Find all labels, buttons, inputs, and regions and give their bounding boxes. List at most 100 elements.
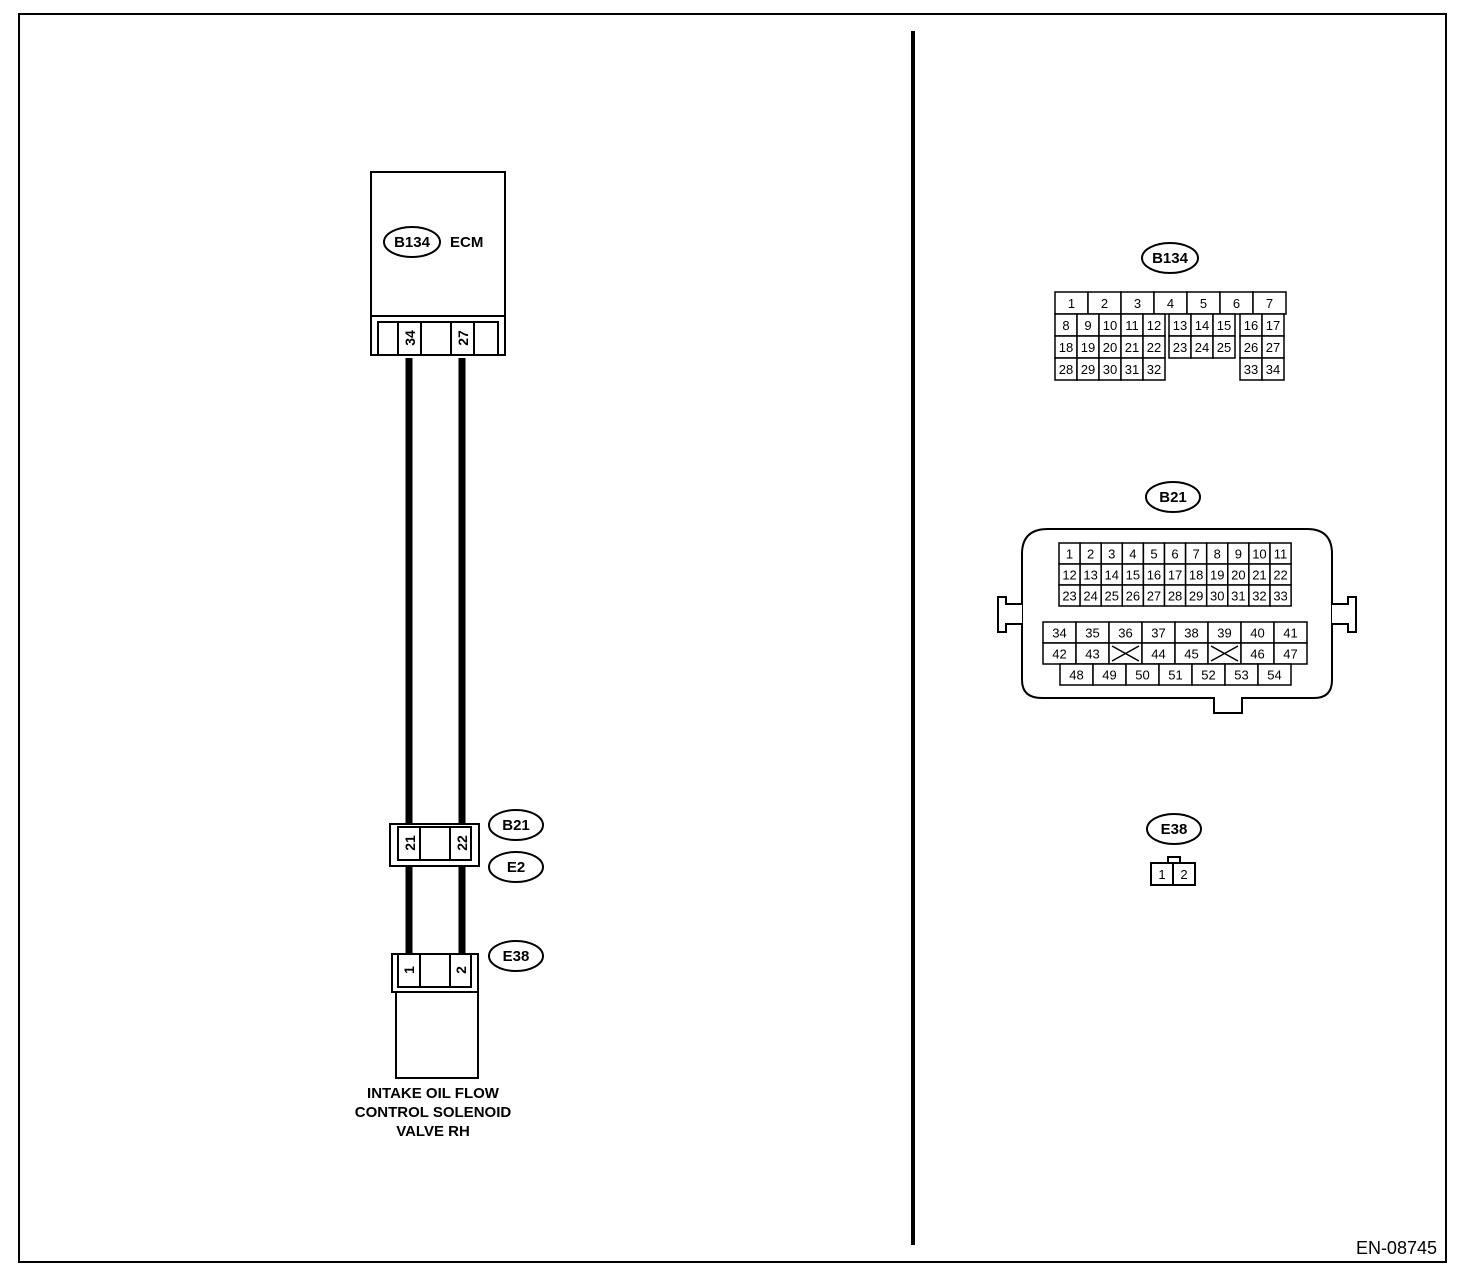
solenoid-pin-2: 2 [453,966,469,974]
b21-pin-43: 43 [1085,647,1099,662]
b21-pin-46: 46 [1250,647,1264,662]
solenoid-connector-id: E38 [503,948,530,965]
ecm-label: ECM [450,234,483,251]
ecm-connector-id: B134 [394,234,431,251]
solenoid-pin-1: 1 [401,966,417,974]
joint-connector: 21 22 B21 E2 [389,809,544,883]
b21-pin-2: 2 [1087,547,1094,562]
b134-pin-32-cell [1142,357,1166,381]
b134-pin-34: 34 [1266,362,1280,377]
e38-connector-view: E38 1 2 [1146,813,1202,886]
b21-pin-48: 48 [1069,668,1083,683]
b134-pin-33: 33 [1244,362,1258,377]
b134-pin-16: 16 [1244,318,1258,333]
b134-pin-3: 3 [1134,296,1141,311]
b134-pin-29: 29 [1081,362,1095,377]
b21-right-latch [1332,596,1357,633]
e38-pin-2: 2 [1180,867,1187,882]
b134-pin-30: 30 [1103,362,1117,377]
figure-id: EN-08745 [1356,1238,1437,1258]
b134-pin-15: 15 [1217,318,1231,333]
b21-pin-16: 16 [1147,568,1161,583]
b21-pin-7: 7 [1193,547,1200,562]
b21-pin-5: 5 [1150,547,1157,562]
b21-pin-15: 15 [1126,568,1140,583]
b134-pin-34-cell [1261,357,1285,381]
joint-pin-2: 22 [454,835,470,851]
b21-pin-14: 14 [1105,568,1119,583]
ecm-pin-1: 34 [402,330,418,346]
b134-pin-9: 9 [1084,318,1091,333]
b21-pin-11: 11 [1274,547,1288,562]
b21-oval [1145,481,1201,513]
b21-pin-27: 27 [1147,589,1161,604]
b21-pin-36: 36 [1118,626,1132,641]
e38-pin-1: 1 [1158,867,1165,882]
b134-pin-24: 24 [1195,340,1209,355]
ecm-pin-2: 27 [455,330,471,346]
b134-pin-12: 12 [1147,318,1161,333]
b134-pin-20: 20 [1103,340,1117,355]
b21-pin-38: 38 [1184,626,1198,641]
e38-oval [1146,813,1202,845]
b21-blocked-blocked-mark [1210,645,1239,662]
b21-pin-32: 32 [1252,589,1266,604]
joint-connector-top-id: B21 [502,817,530,834]
b21-pin-45: 45 [1184,647,1198,662]
b21-pin-9: 9 [1235,547,1242,562]
b134-pin-21: 21 [1125,340,1139,355]
b21-pin-6: 6 [1171,547,1178,562]
b21-pin-1: 1 [1066,547,1073,562]
joint-connector-bottom-oval [488,851,544,883]
b21-pin-53: 53 [1234,668,1248,683]
b134-pin-25: 25 [1217,340,1231,355]
b21-pin-10: 10 [1252,547,1266,562]
b134-pin-2: 2 [1101,296,1108,311]
b21-pin-25: 25 [1105,589,1119,604]
b21-pin-39: 39 [1217,626,1231,641]
b134-pin-25-cell [1212,335,1236,359]
b21-pin-19: 19 [1210,568,1224,583]
solenoid-label-line-1: INTAKE OIL FLOW [367,1085,500,1102]
b134-pin-32: 32 [1147,362,1161,377]
b134-pin-28: 28 [1059,362,1073,377]
b21-pin-47: 47 [1283,647,1297,662]
b21-pin-21: 21 [1252,568,1266,583]
b21-pin-33: 33 [1273,589,1287,604]
b21-pin-49: 49 [1102,668,1116,683]
b21-pin-41: 41 [1283,626,1297,641]
b134-oval [1141,242,1199,274]
b134-pin-1: 1 [1068,296,1075,311]
solenoid-label-line-2: CONTROL SOLENOID [355,1104,512,1121]
b21-pin-51: 51 [1168,668,1182,683]
b21-pin-52: 52 [1201,668,1215,683]
b21-pin-34: 34 [1052,626,1066,641]
b21-pin-12: 12 [1062,568,1076,583]
b134-pin-6: 6 [1233,296,1240,311]
joint-pin-1: 21 [402,835,418,851]
b21-id: B21 [1159,489,1187,506]
b21-blocked-blocked-mark [1111,645,1140,662]
b21-pin-37: 37 [1151,626,1165,641]
b21-pin-54-cell [1257,663,1292,686]
ecm-connector-oval [383,226,441,258]
b134-pin-22: 22 [1147,340,1161,355]
b21-pin-35: 35 [1085,626,1099,641]
b21-pin-3: 3 [1108,547,1115,562]
b21-pin-42: 42 [1052,647,1066,662]
b134-id: B134 [1152,250,1189,267]
b134-pin-13: 13 [1173,318,1187,333]
b134-pin-11: 11 [1125,318,1139,333]
b134-pin-31: 31 [1125,362,1139,377]
b21-pin-18: 18 [1189,568,1203,583]
b21-pin-26: 26 [1126,589,1140,604]
b21-pin-17: 17 [1168,568,1182,583]
b21-pin-31: 31 [1231,589,1245,604]
solenoid-block: 1 2 E38 INTAKE OIL FLOW CONTROL SOLENOID… [355,940,544,1140]
b21-pin-40: 40 [1250,626,1264,641]
